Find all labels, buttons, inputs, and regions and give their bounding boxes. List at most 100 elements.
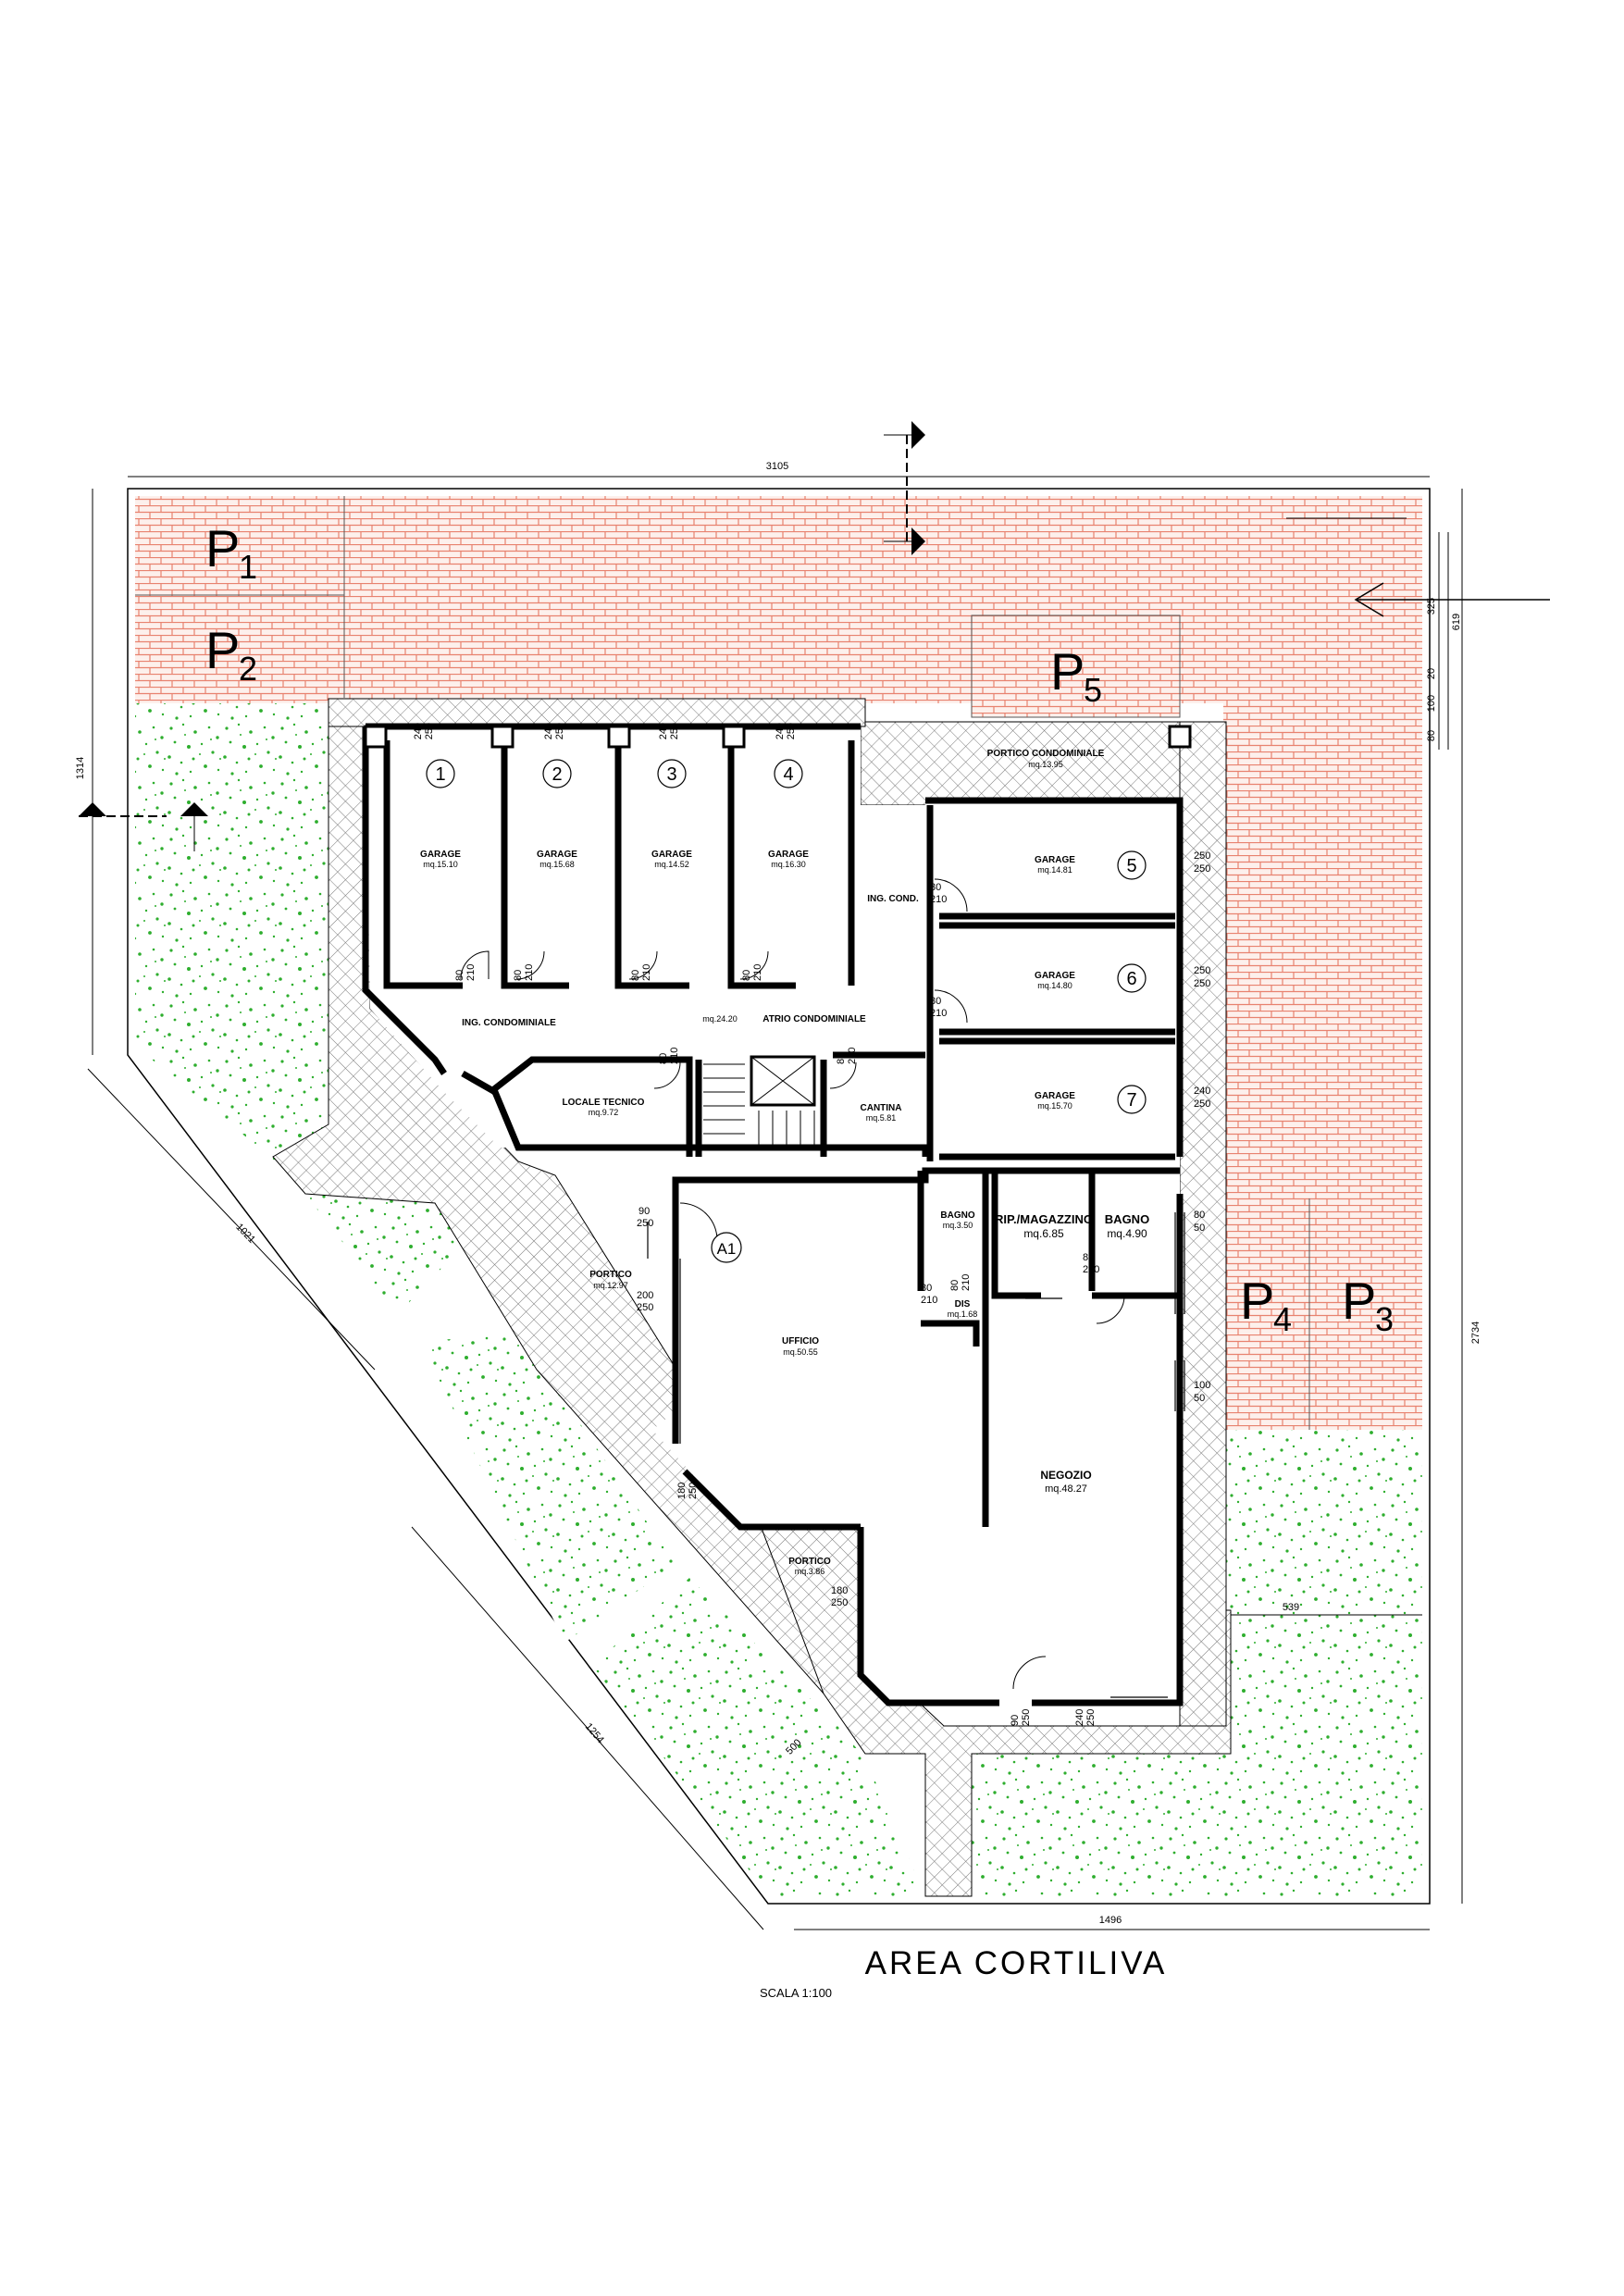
svg-text:50: 50 (1194, 1222, 1205, 1234)
room-atrio-area: mq.24.20 (702, 1014, 738, 1024)
dim-right-b: 619 (1451, 614, 1462, 630)
svg-text:80: 80 (658, 1053, 669, 1064)
svg-text:240: 240 (1074, 1709, 1085, 1726)
parking-p2: P 2 (205, 621, 257, 688)
svg-text:250: 250 (1194, 1098, 1210, 1110)
room-cantina-area: mq.5.81 (866, 1113, 897, 1123)
dim-539: 539 (1283, 1602, 1299, 1613)
svg-text:80: 80 (741, 970, 752, 981)
dim-diag-lower: 1254 (583, 1721, 606, 1745)
windows (647, 1212, 1185, 1704)
svg-text:250: 250 (1021, 1709, 1032, 1726)
svg-text:210: 210 (524, 964, 535, 981)
wall-garages-left (362, 726, 447, 1075)
garden-bottom-mid (972, 1610, 1422, 1896)
portico-condominiale (860, 721, 1181, 806)
room-ufficio-area: mq.50.55 (783, 1347, 818, 1357)
room-dis: DIS (955, 1299, 971, 1309)
room-bagno-2-area: mq.4.90 (1107, 1227, 1147, 1240)
garage-2: 2 GARAGE mq.15.68 240 250 (537, 723, 577, 869)
svg-text:90: 90 (1010, 1715, 1021, 1726)
lot-boundary (127, 488, 1431, 1905)
svg-text:240: 240 (543, 723, 554, 739)
svg-text:250: 250 (831, 1597, 848, 1608)
drawing-scale: SCALA 1:100 (760, 1986, 832, 2000)
room-negozio-area: mq.48.27 (1045, 1483, 1087, 1495)
svg-text:5: 5 (1084, 671, 1102, 709)
parking-p3: P 3 (1342, 1272, 1394, 1338)
parking-p4: P 4 (1240, 1272, 1292, 1338)
svg-text:250: 250 (1194, 850, 1210, 862)
room-dis-area: mq.1.68 (948, 1309, 978, 1319)
svg-text:P: P (1240, 1272, 1274, 1330)
room-portico-condominiale-area: mq.13.95 (1028, 760, 1063, 769)
svg-text:250: 250 (688, 1483, 699, 1499)
svg-text:mq.15.68: mq.15.68 (539, 860, 575, 869)
dim-left: 1314 (75, 757, 86, 779)
parking-p4-p3-area (1223, 1198, 1422, 1430)
room-portico-condominiale: PORTICO CONDOMINIALE (987, 749, 1105, 759)
svg-text:2: 2 (552, 764, 562, 785)
core-rooms (488, 1051, 925, 1157)
svg-text:90: 90 (638, 1206, 650, 1217)
garage-partitions-right (926, 725, 1192, 1161)
svg-text:240: 240 (775, 723, 786, 739)
svg-text:P: P (205, 519, 240, 577)
svg-text:P: P (1342, 1272, 1376, 1330)
room-bagno-1-area: mq.3.50 (943, 1221, 973, 1230)
svg-text:GARAGE: GARAGE (537, 850, 577, 860)
dim-right-d: 20 (1426, 668, 1437, 679)
svg-text:4: 4 (1273, 1300, 1292, 1338)
svg-text:80: 80 (836, 1053, 847, 1064)
svg-text:GARAGE: GARAGE (420, 850, 461, 860)
stairs (703, 1063, 815, 1148)
room-locale-tecnico: LOCALE TECNICO (563, 1098, 645, 1108)
svg-text:80: 80 (930, 882, 941, 893)
svg-text:mq.16.30: mq.16.30 (771, 860, 806, 869)
svg-text:6: 6 (1126, 969, 1136, 989)
garden-right (1223, 1430, 1422, 1610)
svg-text:80: 80 (921, 1283, 932, 1294)
svg-text:1: 1 (239, 548, 257, 586)
room-locale-tecnico-area: mq.9.72 (589, 1108, 619, 1117)
svg-text:250: 250 (669, 723, 680, 739)
svg-text:250: 250 (424, 723, 435, 739)
garden-left (135, 703, 329, 1171)
svg-text:GARAGE: GARAGE (1035, 971, 1075, 981)
room-bagno-1: BAGNO (940, 1210, 974, 1221)
garage-5: 5 GARAGE mq.14.81 250 250 (1035, 850, 1210, 880)
room-ufficio: UFFICIO (782, 1336, 819, 1347)
wall-right (1032, 1194, 1184, 1706)
svg-text:P: P (1050, 642, 1085, 701)
room-portico-left-area: mq.12.97 (593, 1281, 628, 1290)
unit-tag-a1: A1 (711, 1232, 742, 1263)
garage-partitions-left (364, 725, 855, 989)
garage-1: 1 GARAGE mq.15.10 240 250 (413, 723, 461, 869)
wall-ufficio-left (672, 1167, 1180, 1444)
svg-text:250: 250 (786, 723, 797, 739)
building-interior (366, 726, 1180, 1703)
svg-text:5: 5 (1126, 856, 1136, 876)
svg-text:250: 250 (1085, 1709, 1097, 1726)
room-portico-left: PORTICO (589, 1270, 632, 1280)
svg-text:1: 1 (435, 764, 445, 785)
svg-text:7: 7 (1126, 1090, 1136, 1111)
parking-p5: P 5 (1050, 642, 1102, 709)
parking-p5-area (971, 614, 1181, 718)
room-ripostiglio-area: mq.6.85 (1023, 1227, 1064, 1240)
svg-text:80: 80 (930, 996, 941, 1007)
door-swings (460, 878, 1125, 1690)
svg-text:GARAGE: GARAGE (651, 850, 692, 860)
dim-right-total: 2734 (1470, 1322, 1481, 1344)
svg-text:100: 100 (1194, 1380, 1210, 1391)
dimension-lines (87, 476, 1463, 1930)
room-bagno-2: BAGNO (1105, 1212, 1149, 1226)
svg-text:240: 240 (413, 723, 424, 739)
svg-text:200: 200 (637, 1290, 653, 1301)
wall-bottom (857, 1527, 999, 1706)
dim-right-c: 100 (1426, 695, 1437, 712)
svg-text:3: 3 (666, 764, 676, 785)
paved-area-top-main (135, 496, 1422, 698)
svg-text:210: 210 (1083, 1264, 1099, 1275)
